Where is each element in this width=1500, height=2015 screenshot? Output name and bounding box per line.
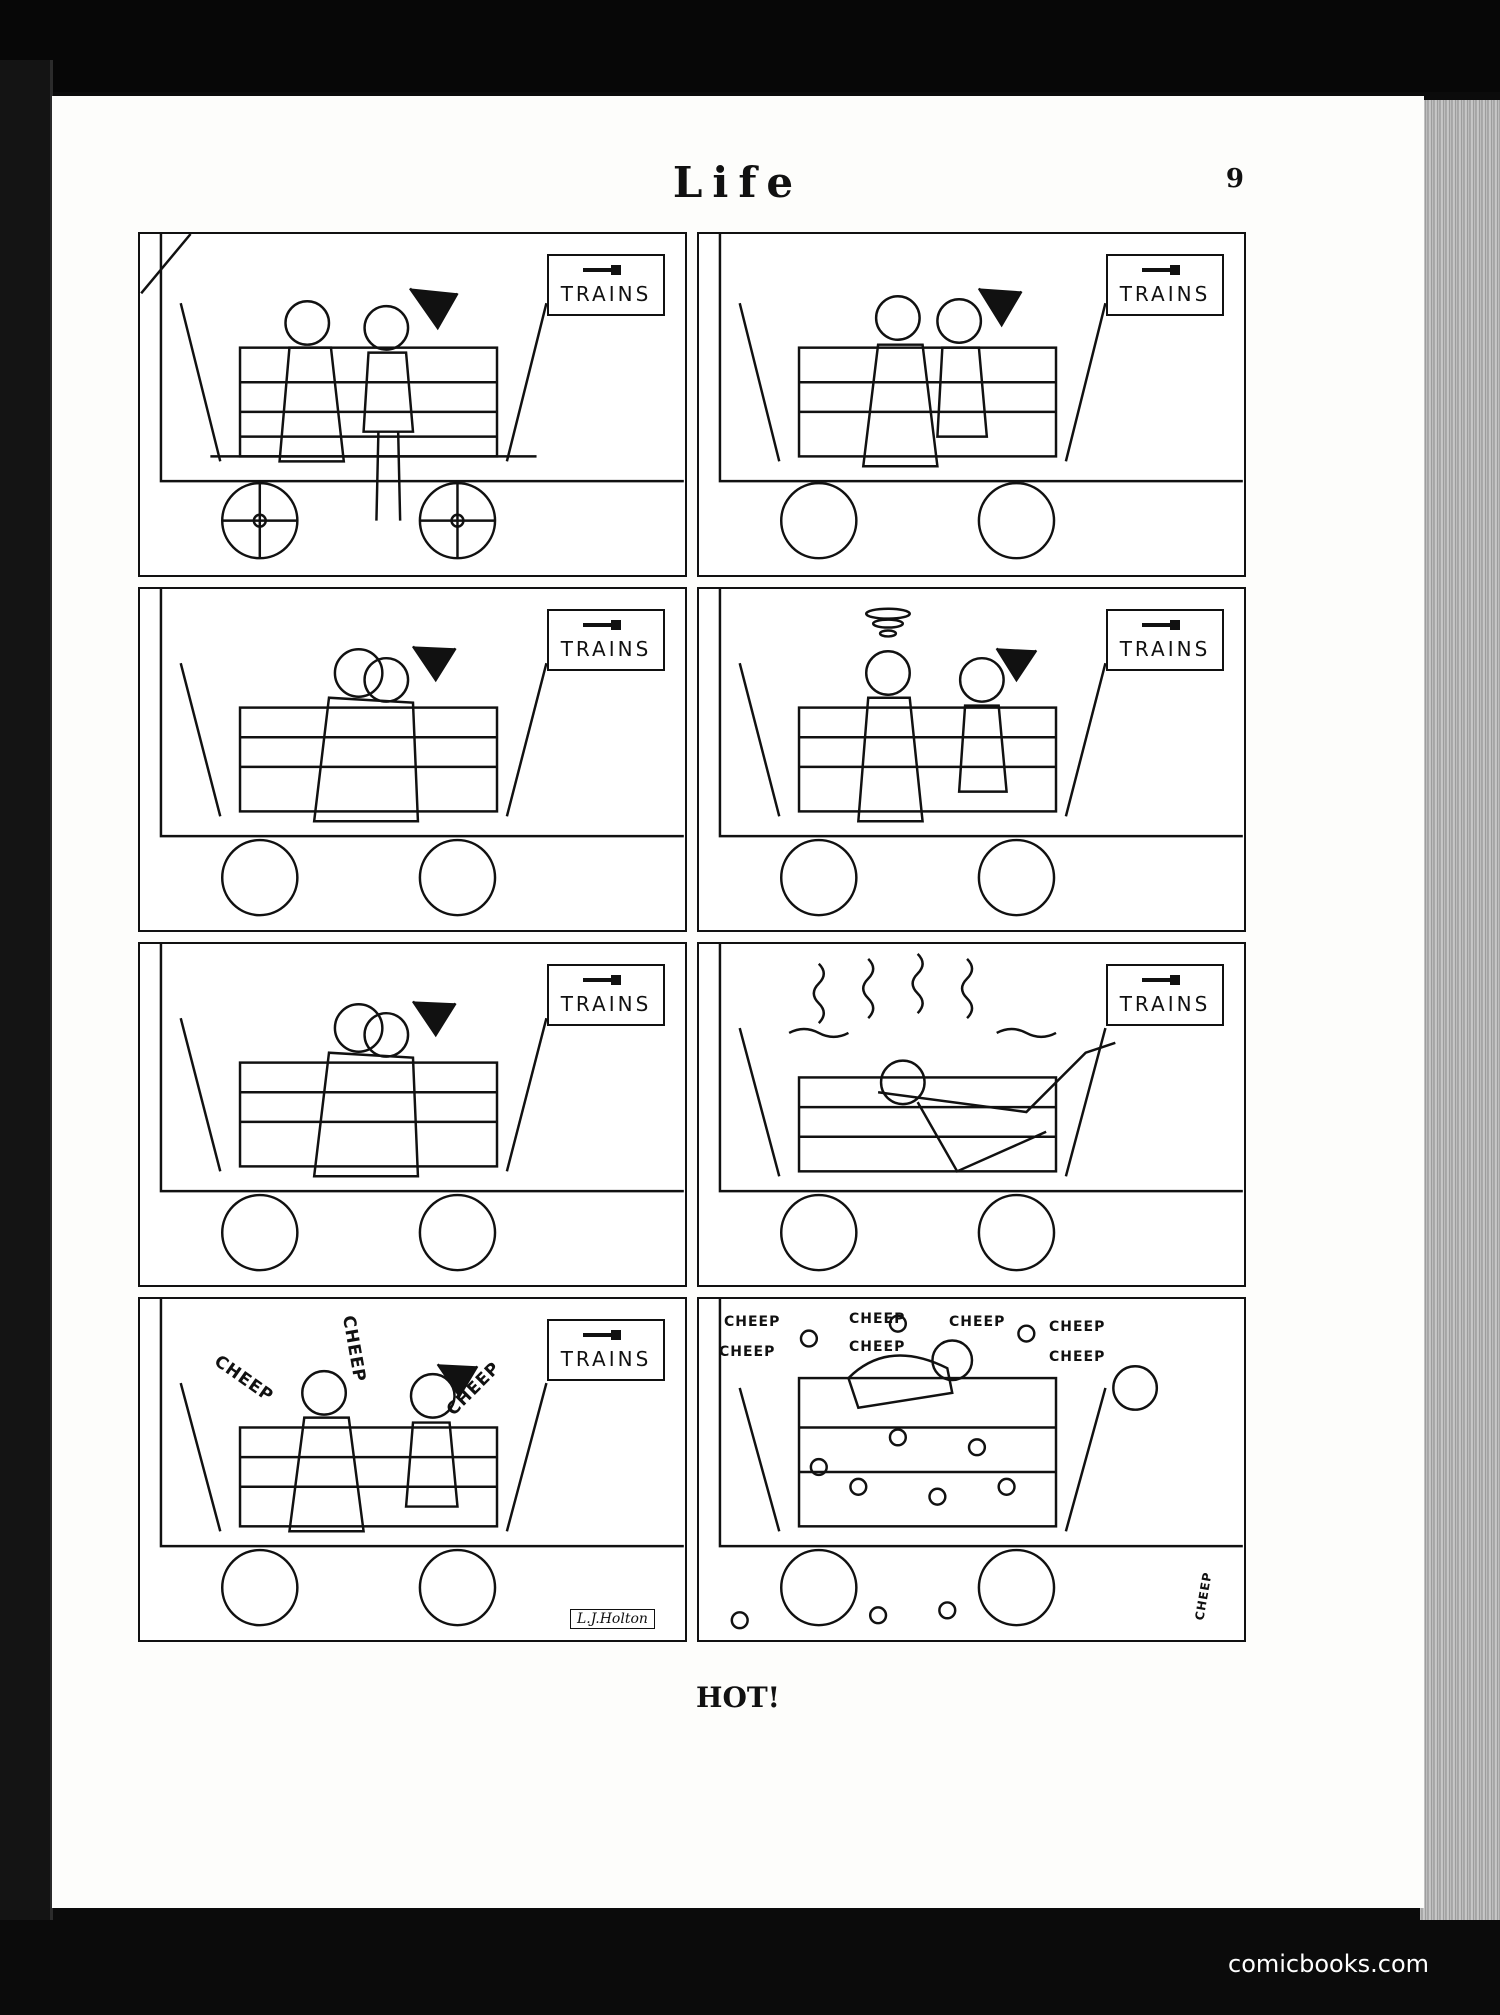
cheep-sound-text: CHEEP (949, 1314, 1006, 1330)
panel-art-wagon-couple (718, 234, 1243, 560)
cheep-sound-text: CHEEP (1049, 1349, 1106, 1365)
trains-sign: TRAINS (547, 1319, 665, 1381)
comic-panel-6: TRAINS (697, 942, 1246, 1287)
trains-sign: TRAINS (1106, 254, 1224, 316)
comic-panel-3: TRAINS (138, 587, 687, 932)
panel-art-cheeping (159, 1299, 684, 1627)
cheep-sound-text: CHEEP (849, 1311, 906, 1327)
pointing-hand-icon (1142, 620, 1182, 630)
pointing-hand-icon (1142, 265, 1182, 275)
panel-art-wagon-couple (140, 234, 684, 560)
scan-top-shadow (0, 0, 1500, 92)
cheep-sound-text: CHEEP (719, 1344, 776, 1360)
comic-panel-2: TRAINS (697, 232, 1246, 577)
cheep-sound-text: CHEEP (849, 1339, 906, 1355)
magazine-page: Life 9 (52, 96, 1424, 1908)
panel-art-hot-embrace (718, 944, 1243, 1272)
page-number: 9 (1225, 164, 1244, 194)
pointing-hand-icon (583, 620, 623, 630)
trains-sign-text: TRAINS (1119, 992, 1211, 1016)
masthead-title: Life (672, 158, 804, 207)
book-page-edges (1420, 100, 1500, 1920)
trains-sign-text: TRAINS (1119, 637, 1211, 661)
panel-art-dizzy (718, 589, 1243, 917)
cheep-sound-text: CHEEP (724, 1314, 781, 1330)
trains-sign-text: TRAINS (560, 282, 652, 306)
panel-art-kiss (159, 944, 684, 1272)
trains-sign: TRAINS (1106, 609, 1224, 671)
comic-panel-8: CHEEP CHEEP CHEEP CHEEP CHEEP CHEEP CHEE… (697, 1297, 1246, 1642)
trains-sign: TRAINS (1106, 964, 1224, 1026)
comic-panel-1: TRAINS (138, 232, 687, 577)
panel-art-kiss (159, 589, 684, 917)
comic-panel-5: TRAINS (138, 942, 687, 1287)
trains-sign: TRAINS (547, 254, 665, 316)
pointing-hand-icon (583, 1330, 623, 1340)
trains-sign-text: TRAINS (560, 637, 652, 661)
trains-sign: TRAINS (547, 964, 665, 1026)
comic-panel-7: TRAINS CHEEP CHEEP CHEEP L.J.Holton (138, 1297, 687, 1642)
trains-sign-text: TRAINS (1119, 282, 1211, 306)
comic-panel-4: TRAINS (697, 587, 1246, 932)
comic-caption: HOT! (696, 1681, 780, 1714)
pointing-hand-icon (583, 265, 623, 275)
artist-signature: L.J.Holton (570, 1609, 655, 1629)
watermark-text: comicbooks.com (1228, 1950, 1430, 1978)
pointing-hand-icon (583, 975, 623, 985)
pointing-hand-icon (1142, 975, 1182, 985)
trains-sign-text: TRAINS (560, 1347, 652, 1371)
book-spine-edge (0, 60, 53, 1920)
trains-sign: TRAINS (547, 609, 665, 671)
panel-art-chicks (718, 1299, 1243, 1630)
trains-sign-text: TRAINS (560, 992, 652, 1016)
cheep-sound-text: CHEEP (1049, 1319, 1106, 1335)
